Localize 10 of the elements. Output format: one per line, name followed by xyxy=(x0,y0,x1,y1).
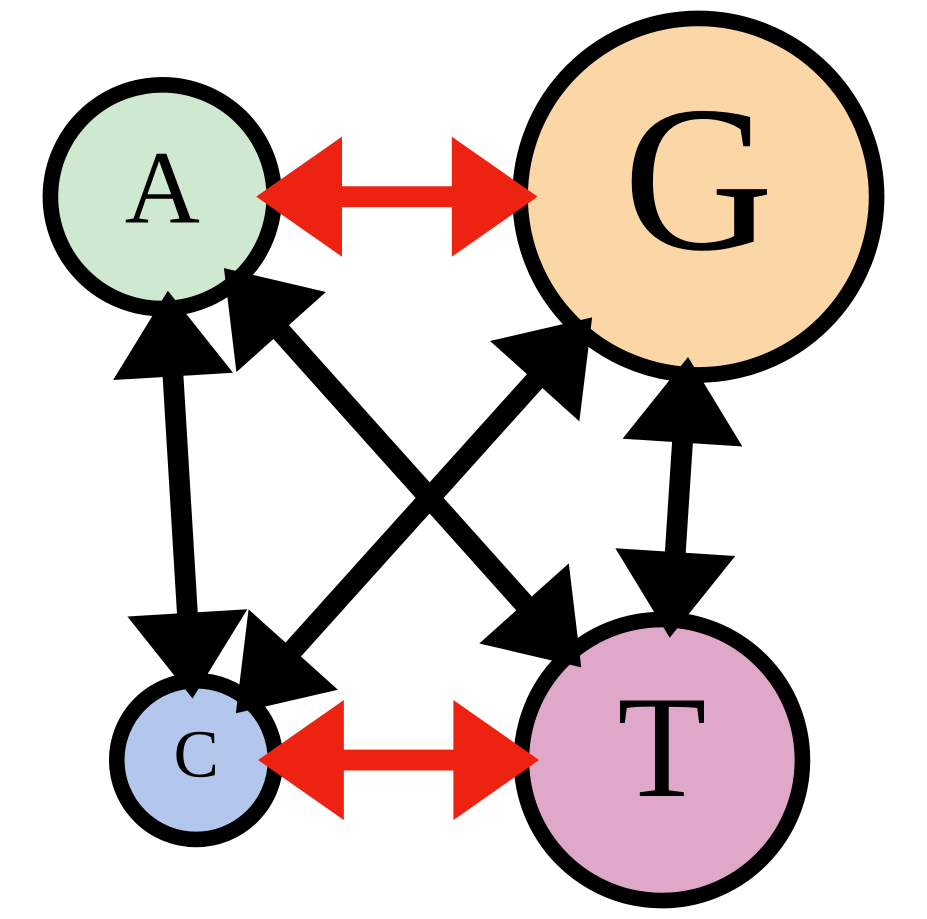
node-circle: T xyxy=(514,612,810,908)
arrow xyxy=(113,290,248,698)
arrow xyxy=(615,357,742,638)
node-circle: A xyxy=(42,76,282,316)
arrow xyxy=(256,136,538,257)
arrow xyxy=(258,700,540,820)
arrow xyxy=(236,317,592,714)
node-circle: C xyxy=(108,672,284,848)
node-circle: G xyxy=(512,10,884,383)
arrow xyxy=(224,268,582,668)
